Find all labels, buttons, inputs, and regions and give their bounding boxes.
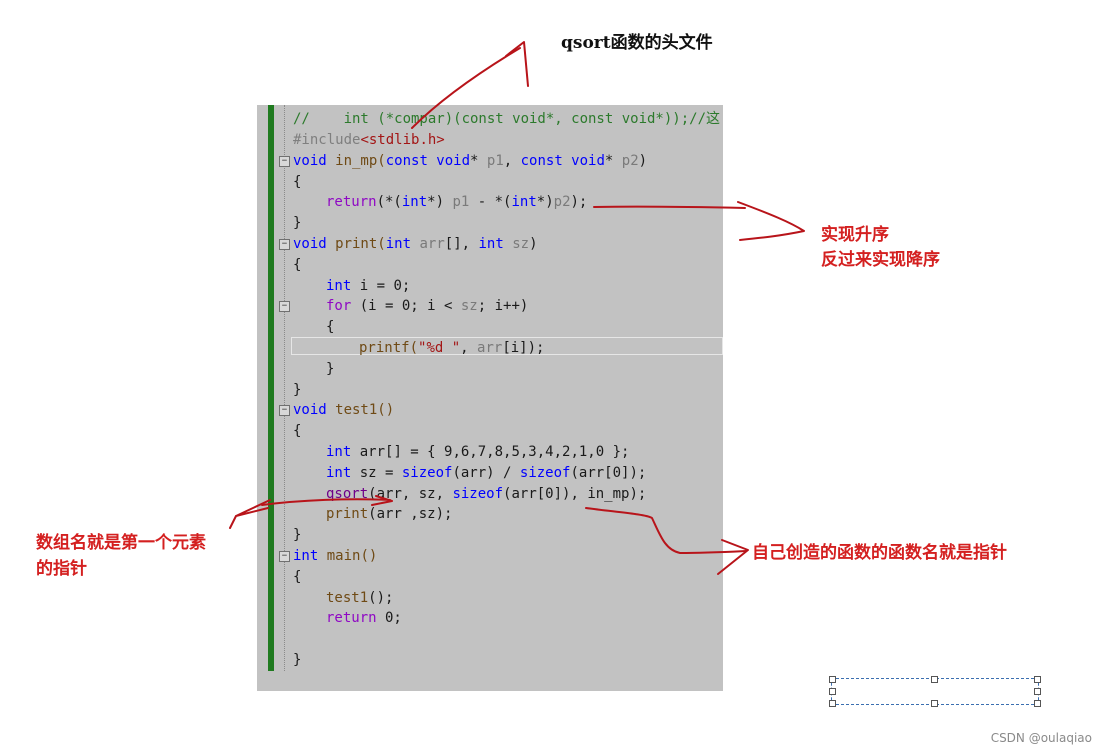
code-line-25[interactable]: return 0;: [326, 610, 402, 626]
fold-toggle-in-mp[interactable]: −: [279, 156, 290, 167]
code-line-19[interactable]: qsort(arr, sz, sizeof(arr[0]), in_mp);: [326, 486, 647, 502]
resize-handle-mid-left[interactable]: [829, 688, 836, 695]
code-line-10[interactable]: for (i = 0; i < sz; i++): [326, 298, 529, 314]
arrow-to-array-note: [261, 498, 391, 506]
code-line-11[interactable]: {: [326, 319, 335, 335]
code-line-20[interactable]: print(arr ,sz);: [326, 506, 453, 522]
code-line-4[interactable]: {: [293, 174, 302, 190]
arrow-head-sort: [737, 201, 805, 241]
arrow-to-header-note: [411, 47, 521, 129]
resize-handle-top-right[interactable]: [1034, 676, 1041, 683]
fold-toggle-print[interactable]: −: [279, 239, 290, 250]
code-line-6[interactable]: }: [293, 215, 302, 231]
code-line-23[interactable]: {: [293, 569, 302, 585]
array-name-note: 数组名就是第一个元素: [36, 533, 206, 553]
resize-handle-bottom-left[interactable]: [829, 700, 836, 707]
resize-handle-top-left[interactable]: [829, 676, 836, 683]
code-editor[interactable]: − − − − − // int (*compar)(const void*, …: [257, 105, 723, 691]
fold-toggle-main[interactable]: −: [279, 551, 290, 562]
current-line-highlight: [291, 337, 723, 355]
code-line-2[interactable]: #include<stdlib.h>: [293, 132, 445, 148]
arrow-small-tip: [371, 495, 393, 506]
arrow-to-sort-note: [593, 205, 746, 209]
code-line-5[interactable]: return(*(int*) p1 - *(int*)p2);: [326, 194, 588, 210]
fold-toggle-for[interactable]: −: [279, 301, 290, 312]
code-line-9[interactable]: int i = 0;: [326, 278, 411, 294]
arrow-head-array: [229, 499, 271, 529]
function-pointer-note: 自己创造的函数的函数名就是指针: [752, 543, 1007, 563]
code-line-16[interactable]: {: [293, 423, 302, 439]
code-line-7[interactable]: void print(int arr[], int sz): [293, 236, 538, 252]
change-indicator-bar: [268, 105, 274, 671]
code-line-26[interactable]: }: [293, 652, 302, 668]
code-line-13[interactable]: }: [326, 361, 335, 377]
code-line-3[interactable]: void in_mp(const void* p1, const void* p…: [293, 153, 648, 169]
resize-handle-top-mid[interactable]: [931, 676, 938, 683]
code-line-24[interactable]: test1();: [326, 590, 394, 606]
descending-note: 反过来实现降序: [821, 250, 940, 270]
code-line-18[interactable]: int sz = sizeof(arr) / sizeof(arr[0]);: [326, 465, 647, 481]
watermark: CSDN @oulaqiao: [990, 731, 1092, 745]
code-line-12[interactable]: printf("%d ", arr[i]);: [359, 340, 545, 356]
arrow-to-func-note: [585, 507, 747, 554]
array-name-note-line2: 的指针: [36, 559, 87, 579]
code-line-22[interactable]: int main(): [293, 548, 378, 564]
arrow-head-func: [717, 539, 749, 575]
code-line-1[interactable]: // int (*compar)(const void*, const void…: [293, 111, 721, 127]
ascending-note: 实现升序: [821, 225, 889, 245]
resize-handle-bottom-right[interactable]: [1034, 700, 1041, 707]
code-line-14[interactable]: }: [293, 382, 302, 398]
indent-guide: [284, 105, 285, 671]
code-line-15[interactable]: void test1(): [293, 402, 395, 418]
fold-toggle-test1[interactable]: −: [279, 405, 290, 416]
code-line-21[interactable]: }: [293, 527, 302, 543]
code-line-17[interactable]: int arr[] = { 9,6,7,8,5,3,4,2,1,0 };: [326, 444, 630, 460]
resize-handle-bottom-mid[interactable]: [931, 700, 938, 707]
resize-handle-mid-right[interactable]: [1034, 688, 1041, 695]
header-file-note: qsort函数的头文件: [561, 33, 713, 53]
code-line-8[interactable]: {: [293, 257, 302, 273]
arrow-head-header: [505, 41, 529, 87]
